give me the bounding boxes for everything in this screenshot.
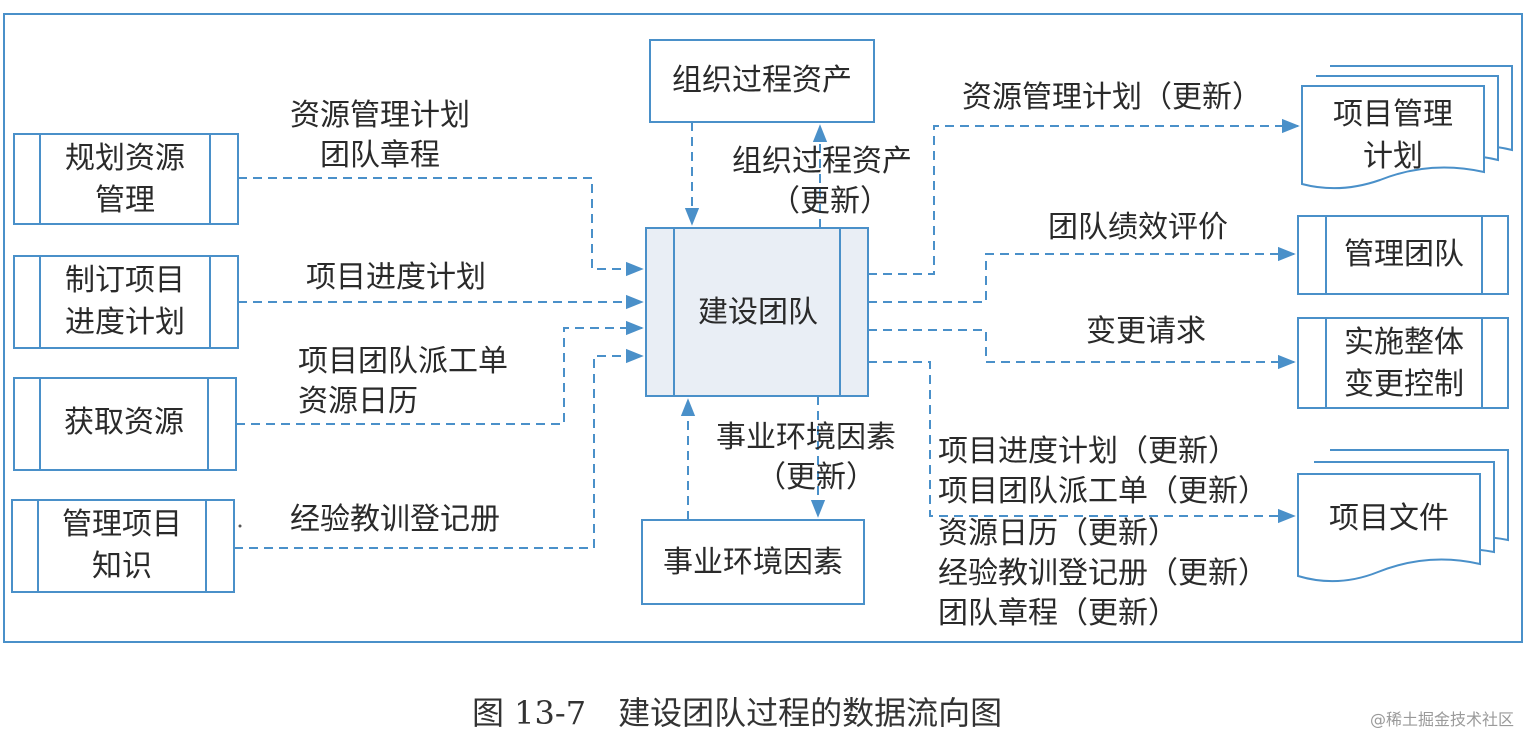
central-process-box [645, 227, 869, 397]
figure-caption: 图 13-7 建设团队过程的数据流向图 [472, 694, 1003, 732]
input-4-flow-1: 经验教训登记册 [290, 502, 500, 537]
input-box-2-line1: 制订项目 [65, 263, 185, 298]
central-process-label: 建设团队 [698, 295, 818, 330]
bottom-update-line2: （更新） [756, 460, 876, 495]
input-box-1-label: 规划资源 管理 [40, 138, 210, 222]
output-project-docs-label: 项目文件 [1329, 501, 1449, 536]
input-2-flow-1: 项目进度计划 [306, 260, 486, 295]
input-3-flow-2: 资源日历 [298, 384, 418, 419]
top-update-line2: （更新） [770, 184, 890, 219]
output-change-flow: 变更请求 [1086, 314, 1206, 349]
output-docs-flow-1: 项目进度计划（更新） [938, 434, 1238, 469]
output-docs-flow-5: 团队章程（更新） [938, 596, 1178, 631]
output-team-flow: 团队绩效评价 [1048, 210, 1228, 245]
flow-output-docs [868, 361, 1296, 524]
doc-stack-project-plan [1301, 65, 1513, 190]
flow-input-1 [238, 177, 644, 277]
stray-dot [238, 524, 242, 528]
input-1-flow-2: 团队章程 [320, 138, 440, 173]
flow-input-3 [236, 320, 644, 425]
output-box-change-control [1297, 317, 1509, 409]
flow-output-change [868, 329, 1296, 370]
flow-input-4 [234, 348, 644, 549]
top-update-line1: 组织过程资产 [732, 144, 912, 179]
input-box-2-line2: 进度计划 [65, 305, 185, 340]
input-box-4-label: 管理项目 知识 [38, 504, 206, 588]
output-plan-flow: 资源管理计划（更新） [962, 80, 1262, 115]
output-project-plan-line1: 项目管理 [1333, 97, 1453, 132]
outer-frame [3, 13, 1523, 643]
input-1-flow-1: 资源管理计划 [290, 98, 470, 133]
flow-output-team [868, 246, 1296, 303]
output-docs-flow-3: 资源日历（更新） [938, 516, 1178, 551]
input-box-3 [13, 377, 237, 471]
output-change-control-line1: 实施整体 [1344, 325, 1464, 360]
bottom-update-line1: 事业环境因素 [716, 420, 896, 455]
output-box-management-team [1297, 215, 1509, 295]
bottom-box [641, 519, 865, 605]
input-3-flow-1: 项目团队派工单 [298, 344, 508, 379]
top-box [649, 39, 875, 123]
input-box-4-line2: 知识 [92, 549, 152, 584]
output-project-plan-label: 项目管理 计划 [1302, 94, 1484, 178]
input-box-2-label: 制订项目 进度计划 [40, 260, 210, 344]
output-project-plan-line2: 计划 [1363, 139, 1423, 174]
input-box-1-line1: 规划资源 [65, 141, 185, 176]
output-change-control-label: 实施整体 变更控制 [1326, 322, 1482, 406]
doc-stack-project-docs [1297, 449, 1509, 583]
bottom-box-label: 事业环境因素 [663, 545, 843, 580]
input-box-4 [11, 499, 235, 593]
output-docs-flow-4: 经验教训登记册（更新） [938, 556, 1268, 591]
input-box-1-line2: 管理 [95, 183, 155, 218]
output-management-team-label: 管理团队 [1344, 237, 1464, 272]
input-box-4-line1: 管理项目 [62, 507, 182, 542]
top-box-label: 组织过程资产 [672, 63, 852, 98]
output-change-control-line2: 变更控制 [1344, 367, 1464, 402]
output-docs-flow-2: 项目团队派工单（更新） [938, 474, 1268, 509]
flow-output-plan [868, 118, 1300, 275]
input-box-3-label: 获取资源 [64, 405, 184, 440]
watermark: @稀土掘金技术社区 [1370, 710, 1515, 729]
